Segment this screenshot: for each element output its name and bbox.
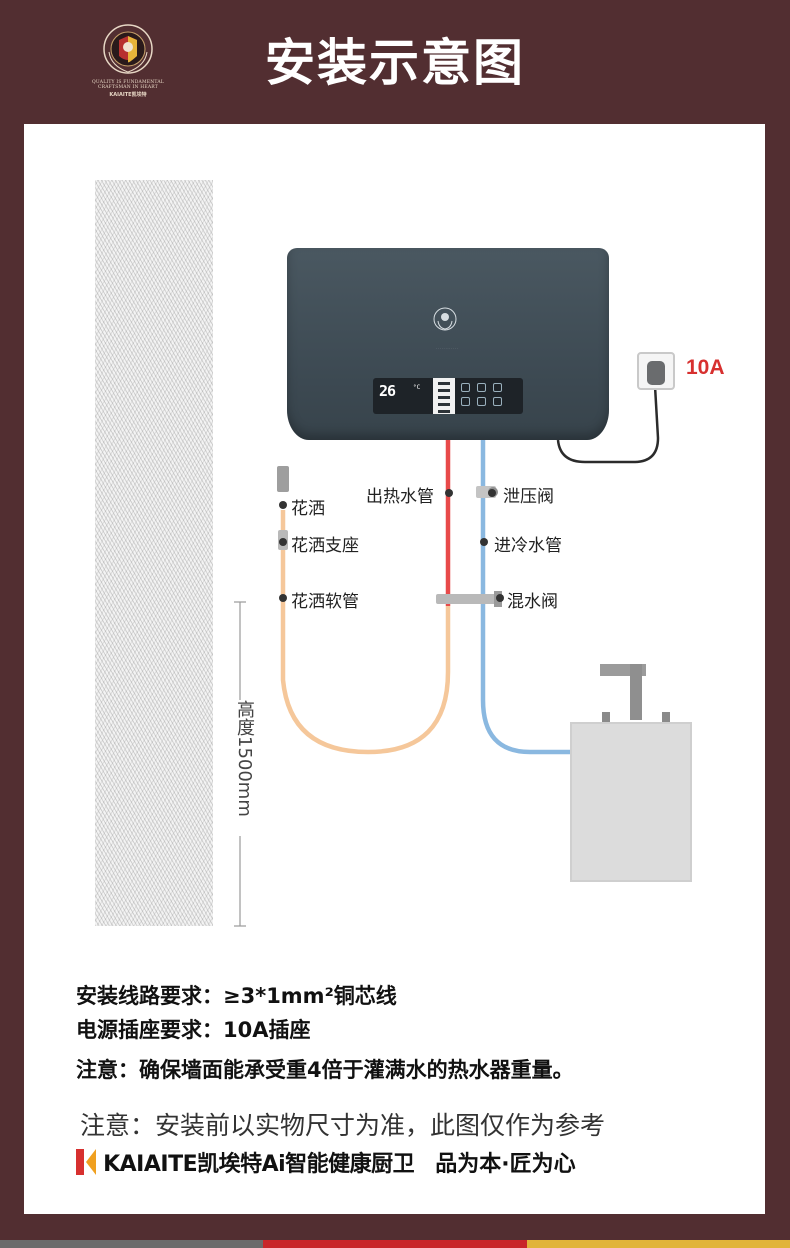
mixing-valve-dot [496,594,504,602]
label-mixing-valve: 混水阀 [507,592,558,612]
label-shower-holder: 花洒支座 [291,536,359,556]
cold-water-pipe [480,438,572,755]
faucet-handle-right [662,712,670,724]
sink-cabinet [570,722,692,882]
touch-buttons [461,383,517,409]
shower-head [277,466,289,492]
logo-tagline-2: CRAFTSMAN IN HEART [97,85,159,90]
footer-brand-name: KAIAITE凯埃特Ai智能健康厨卫 [103,1152,415,1177]
brand-k-icon [76,1149,96,1175]
shower-hose-dot [279,594,287,602]
logo-brand: KAIAITE凯埃特 [109,92,147,98]
lcd-temperature: 26 [379,382,396,400]
keypad-strip [433,378,455,414]
socket-requirement: 电源插座要求：10A插座 [76,1018,311,1042]
label-shower: 花洒 [291,499,325,519]
wall [95,180,213,926]
power-cord [556,385,660,464]
shower-dot [279,501,287,509]
footer-slogan: 品为本·匠为心 [435,1152,576,1177]
hot-outlet-dot [445,489,453,497]
brand-logo: QUALITY IS FUNDAMENTAL CRAFTSMAN IN HEAR… [72,22,184,98]
wall-load-note: 注意：确保墙面能承受重4倍于灌满水的热水器重量。 [76,1058,574,1082]
plug-icon [647,361,665,385]
label-hot-outlet: 出热水管 [366,487,434,507]
logo-tagline-1: QUALITY IS FUNDAMENTAL [92,80,164,85]
lcd-unit: °C [413,384,421,391]
label-relief-valve: 泄压阀 [503,487,554,507]
faucet-handle [602,712,610,724]
water-heater: · · · · · · · · · · · · 26 °C [287,248,609,440]
mixing-valve [436,594,500,604]
power-socket [637,352,675,390]
relief-valve-dot [488,489,496,497]
footer-brand: KAIAITE凯埃特Ai智能健康厨卫 品为本·匠为心 [76,1146,576,1180]
label-shower-hose: 花洒软管 [291,592,359,612]
height-label: 高度1500mm [234,700,255,817]
bottom-color-bar [0,1240,790,1248]
laurel-crest-icon [103,24,153,74]
wiring-requirement: 安装线路要求：≥3*1mm²铜芯线 [76,984,397,1008]
lcd-display: 26 °C [379,383,427,409]
page-title: 安装示意图 [265,34,525,92]
laurel-badge-icon [433,307,457,331]
label-cold-inlet: 进冷水管 [494,536,562,556]
reference-note: 注意：安装前以实物尺寸为准，此图仅作为参考 [80,1111,606,1140]
heater-fine-print: · · · · · · · · · · · · [436,346,458,350]
shower-holder-dot [279,538,287,546]
socket-rating: 10A [686,356,725,379]
header: QUALITY IS FUNDAMENTAL CRAFTSMAN IN HEAR… [0,0,790,125]
shower-hose [280,510,451,755]
cold-inlet-dot [480,538,488,546]
control-panel: 26 °C [373,378,523,414]
faucet-stem [630,664,642,720]
